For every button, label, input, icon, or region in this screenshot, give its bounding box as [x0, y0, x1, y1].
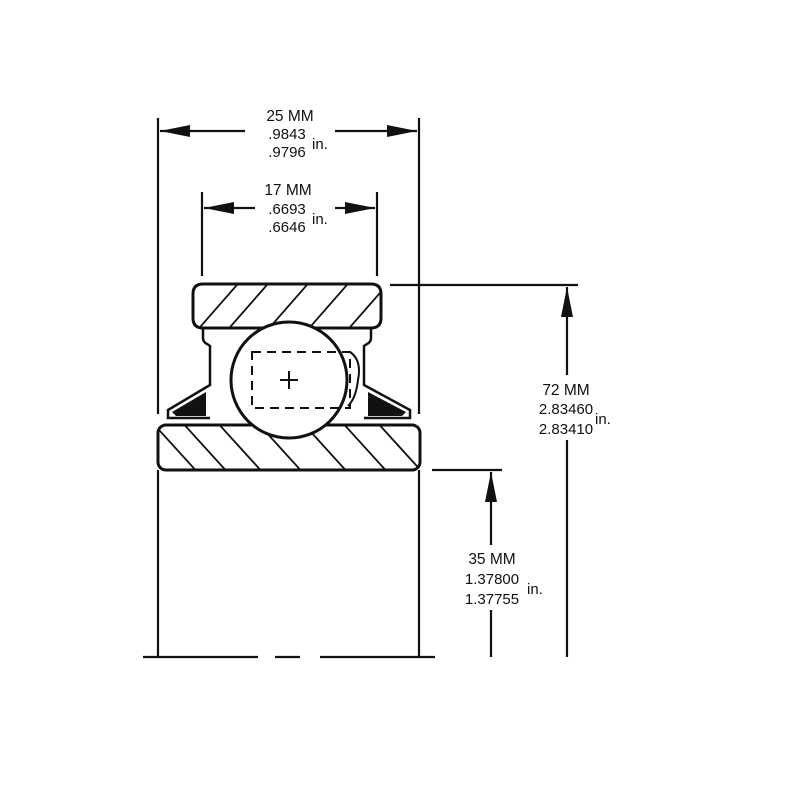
bore-width-max: .6693: [268, 201, 306, 218]
width-mm: 25 MM: [266, 108, 313, 125]
bore-width-mm: 17 MM: [264, 182, 311, 199]
bore-width-unit: in.: [312, 211, 328, 228]
width-unit: in.: [312, 136, 328, 153]
inner-ring: [156, 423, 422, 472]
cage-outline: [251, 351, 351, 409]
bore-width-label: 17 MM .6693 .6646 in.: [264, 182, 328, 236]
outer-diameter-label: 72 MM 2.83460 2.83410 in.: [539, 382, 611, 438]
od-unit: in.: [595, 411, 611, 428]
outer-ring: [166, 282, 412, 420]
od-max: 2.83460: [539, 401, 593, 418]
width-min: .9796: [268, 144, 306, 161]
bore-max: 1.37800: [465, 571, 519, 588]
cage: [347, 351, 360, 407]
bore-min: 1.37755: [465, 591, 519, 608]
width-label: 25 MM .9843 .9796 in.: [266, 108, 328, 161]
seal: [172, 392, 406, 416]
bore-width-min: .6646: [268, 219, 306, 236]
bore-mm: 35 MM: [468, 551, 515, 568]
od-mm: 72 MM: [542, 382, 589, 399]
bore-diameter-label: 35 MM 1.37800 1.37755 in.: [465, 551, 543, 608]
od-min: 2.83410: [539, 421, 593, 438]
width-max: .9843: [268, 126, 306, 143]
bore-unit: in.: [527, 581, 543, 598]
